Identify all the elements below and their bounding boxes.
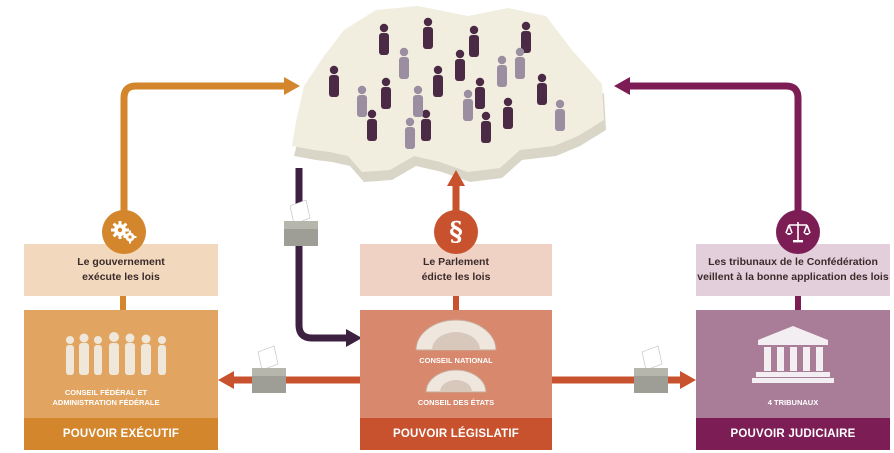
people-elect-parliament-arrow [295, 168, 348, 342]
person-figure [421, 109, 431, 141]
people-on-map [329, 17, 565, 149]
person-figure [481, 111, 491, 143]
switzerland-map [292, 6, 606, 182]
judiciary-card: 4 TRIBUNAUX [696, 310, 890, 418]
person-figure [405, 117, 415, 149]
person-figure [469, 25, 479, 57]
parliament-chambers-icon [415, 319, 497, 393]
gears-icon [102, 210, 146, 254]
council-of-states-label: CONSEIL DES ÉTATS [417, 398, 495, 407]
person-figure [413, 85, 423, 117]
person-figure [329, 65, 339, 97]
executive-card: CONSEIL FÉDÉRAL ET ADMINISTRATION FÉDÉRA… [24, 310, 218, 418]
national-council-label: CONSEIL NATIONAL [419, 356, 493, 365]
person-figure [357, 85, 367, 117]
federal-council-people-icon [66, 332, 166, 375]
judiciary-to-people-arrow [628, 82, 802, 248]
ballot-box-icon [284, 199, 318, 246]
executive-power-footer: POUVOIR EXÉCUTIF [24, 418, 218, 450]
person-figure [475, 77, 485, 109]
person-figure [367, 109, 377, 141]
person-figure [379, 23, 389, 55]
person-figure [515, 47, 525, 79]
ballot-box-icon [634, 345, 668, 393]
person-figure [537, 73, 547, 105]
person-figure [399, 47, 409, 79]
person-figure [503, 97, 513, 129]
person-figure [455, 49, 465, 81]
courthouse-icon [752, 326, 834, 383]
person-figure [381, 77, 391, 109]
executive-members-label: CONSEIL FÉDÉRAL ET ADMINISTRATION FÉDÉRA… [52, 388, 160, 408]
legislative-power-footer: POUVOIR LÉGISLATIF [360, 418, 552, 450]
person-figure [555, 99, 565, 131]
executive-to-people-arrow [120, 82, 286, 248]
person-figure [433, 65, 443, 97]
legislative-card: CONSEIL NATIONAL CONSEIL DES ÉTATS [360, 310, 552, 418]
paragraph-icon: § [434, 210, 478, 254]
ballot-box-icon [252, 345, 286, 393]
person-figure [497, 55, 507, 87]
person-figure [521, 21, 531, 53]
judiciary-members-label: 4 TRIBUNAUX [767, 398, 819, 407]
judiciary-power-footer: POUVOIR JUDICIAIRE [696, 418, 890, 450]
scales-icon [776, 210, 820, 254]
person-figure [423, 17, 433, 49]
person-figure [463, 89, 473, 121]
